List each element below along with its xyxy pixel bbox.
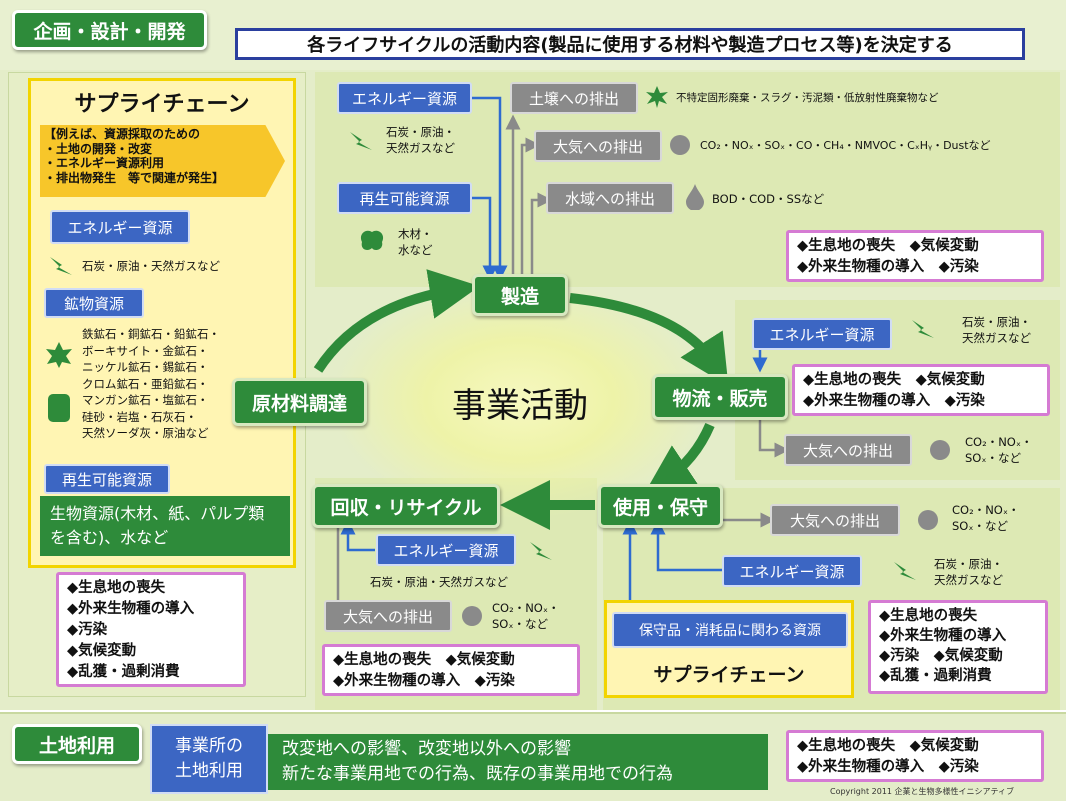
use-energy-text: 石炭・原油・ 天然ガスなど — [934, 557, 1003, 587]
use-lightning-icon — [892, 560, 918, 582]
use-air-text: CO₂・NOₓ・ SOₓ・など — [952, 503, 1020, 533]
left-energy-text: 石炭・原油・天然ガスなど — [82, 259, 220, 273]
mfg-air-text: CO₂・NOₓ・SOₓ・CO・CH₄・NMVOC・CₓHᵧ・Dustなど — [700, 139, 991, 152]
ore-icon — [46, 342, 72, 368]
use-air-dot — [918, 510, 938, 530]
recycle-air-emission: 大気への排出 — [324, 600, 452, 632]
stage-recycle: 回収・リサイクル — [312, 484, 500, 528]
mfg-renewable-resource: 再生可能資源 — [337, 182, 472, 214]
use-impacts: ◆生息地の喪失 ◆外来生物種の導入 ◆汚染 ◆気候変動 ◆乱獲・過剰消費 — [868, 600, 1048, 694]
supply-chain-title: サプライチェーン — [74, 92, 250, 117]
spiky-icon — [646, 86, 668, 108]
logistics-impacts: ◆生息地の喪失 ◆気候変動 ◆外来生物種の導入 ◆汚染 — [792, 364, 1050, 416]
logistics-energy-text: 石炭・原油・ 天然ガスなど — [962, 315, 1031, 345]
mfg-air-emission: 大気への排出 — [534, 130, 662, 162]
recycle-energy-text: 石炭・原油・天然ガスなど — [370, 575, 508, 589]
tree-icon — [358, 228, 386, 252]
left-mineral-text: 鉄鉱石・銅鉱石・鉛鉱石・ ボーキサイト・金鉱石・ ニッケル鉱石・錫鉱石・ クロム… — [82, 327, 220, 440]
mfg-soil-emission: 土壌への排出 — [510, 82, 638, 114]
arrow-mfg-to-logistics — [569, 293, 729, 387]
land-use-tag: 土地利用 — [12, 724, 142, 764]
copyright: Copyright 2011 企業と生物多様性イニシアティブ — [830, 787, 1015, 796]
mfg-water-text: BOD・COD・SSなど — [712, 192, 825, 206]
recycle-lightning-icon — [528, 540, 554, 562]
stage-manufacturing: 製造 — [472, 274, 568, 316]
lightning-icon — [48, 255, 74, 277]
land-use-text: 改変地への影響、改変地以外への影響 新たな事業用地での行為、既存の事業用地での行… — [268, 734, 768, 790]
barrel-icon — [48, 394, 70, 422]
supply-chain-example: 【例えば、資源採取のための ・土地の開発・改変 ・エネルギー資源利用 ・排出物発… — [40, 125, 285, 197]
logistics-air-emission: 大気への排出 — [784, 434, 912, 466]
business-activity-label: 事業活動 — [452, 386, 588, 426]
land-use-site: 事業所の 土地利用 — [150, 724, 268, 794]
mfg-energy-resource: エネルギー資源 — [337, 82, 472, 114]
logistics-lightning-icon — [910, 318, 936, 340]
recycle-air-dot — [462, 606, 482, 626]
land-use-impacts: ◆生息地の喪失 ◆気候変動 ◆外来生物種の導入 ◆汚染 — [786, 730, 1044, 782]
mfg-renewable-text: 木材・ 水など — [398, 227, 433, 257]
stage-use-maintenance: 使用・保守 — [598, 484, 723, 528]
arrow-procure-to-mfg — [313, 269, 480, 373]
recycle-air-text: CO₂・NOₓ・ SOₓ・など — [492, 601, 560, 631]
recycle-energy-resource: エネルギー資源 — [376, 534, 516, 566]
bio-resource-box: 生物資源(木材、紙、パルプ類を含む)、水など — [40, 496, 290, 556]
left-mineral-resource: 鉱物資源 — [44, 288, 144, 318]
planning-banner: 各ライフサイクルの活動内容(製品に使用する材料や製造プロセス等)を決定する — [235, 28, 1025, 60]
mfg-energy-text: 石炭・原油・ 天然ガスなど — [386, 125, 455, 155]
left-renewable-resource: 再生可能資源 — [44, 464, 170, 494]
mfg-lightning-icon — [348, 130, 374, 152]
logistics-air-dot — [930, 440, 950, 460]
arrow-logistics-to-use — [644, 422, 715, 494]
use-supply-chain-title: サプライチェーン — [653, 664, 805, 686]
use-air-emission: 大気への排出 — [770, 504, 900, 536]
use-resource-label: 保守品・消耗品に関わる資源 — [612, 612, 848, 648]
logistics-energy-resource: エネルギー資源 — [752, 318, 892, 350]
mfg-water-emission: 水域への排出 — [546, 182, 674, 214]
logistics-air-text: CO₂・NOₓ・ SOₓ・など — [965, 435, 1033, 465]
left-impacts: ◆生息地の喪失 ◆外来生物種の導入 ◆汚染 ◆気候変動 ◆乱獲・過剰消費 — [56, 572, 246, 687]
stage-logistics: 物流・販売 — [652, 374, 788, 420]
left-energy-resource: エネルギー資源 — [50, 210, 190, 244]
stage-procurement: 原材料調達 — [232, 378, 367, 426]
mfg-soil-text: 不特定固形廃棄・スラグ・汚泥類・低放射性廃棄物など — [676, 92, 939, 104]
mfg-impacts: ◆生息地の喪失 ◆気候変動 ◆外来生物種の導入 ◆汚染 — [786, 230, 1044, 282]
air-dot-icon — [670, 135, 690, 155]
planning-tag: 企画・設計・開発 — [12, 10, 207, 50]
water-drop-icon — [686, 184, 704, 211]
recycle-impacts: ◆生息地の喪失 ◆気候変動 ◆外来生物種の導入 ◆汚染 — [322, 644, 580, 696]
use-energy-resource: エネルギー資源 — [722, 555, 862, 587]
